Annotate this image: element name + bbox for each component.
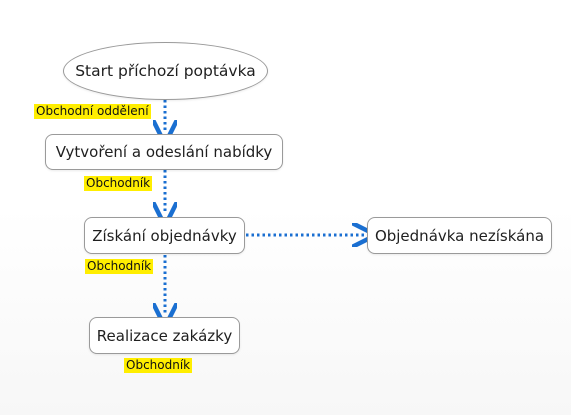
role-label-sales-department: Obchodní oddělení bbox=[34, 104, 151, 119]
realization-node-label: Realizace zakázky bbox=[96, 326, 233, 345]
realization-node[interactable]: Realizace zakázky bbox=[89, 317, 240, 354]
offer-node[interactable]: Vytvoření a odeslání nabídky bbox=[45, 134, 283, 170]
start-node[interactable]: Start příchozí poptávka bbox=[63, 42, 268, 100]
role-label-salesman: Obchodník bbox=[85, 259, 154, 274]
offer-node-label: Vytvoření a odeslání nabídky bbox=[55, 143, 273, 161]
lost-order-node-label: Objednávka nezískána bbox=[374, 226, 545, 245]
order-node-label: Získání objednávky bbox=[92, 226, 237, 245]
start-node-label: Start příchozí poptávka bbox=[75, 62, 256, 80]
role-label-salesman: Obchodník bbox=[84, 176, 153, 191]
order-node[interactable]: Získání objednávky bbox=[84, 217, 245, 254]
role-label-salesman: Obchodník bbox=[124, 358, 193, 373]
lost-order-node[interactable]: Objednávka nezískána bbox=[367, 217, 552, 254]
